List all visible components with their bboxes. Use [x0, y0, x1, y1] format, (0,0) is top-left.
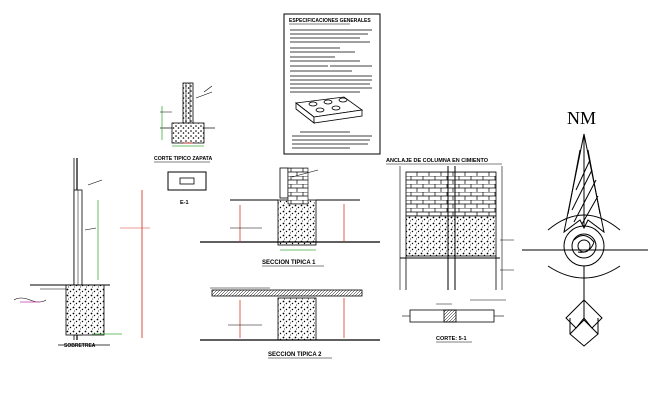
north-arrow: NM — [522, 108, 648, 347]
anchor-title: ANCLAJE DE COLUMNA EN CIMIENTO — [386, 158, 489, 164]
hollow-block-illustration — [294, 96, 364, 124]
section-typical-2: SECCION TIPICA 2 — [200, 287, 380, 359]
north-label: NM — [567, 108, 596, 128]
section-1-title: SECCION TIPICA 1 — [262, 260, 316, 266]
specs-heading: ESPECIFICACIONES GENERALES — [289, 18, 371, 24]
left-detail-title: SOBRETREA — [64, 343, 96, 349]
general-specifications-block: ESPECIFICACIONES GENERALES — [283, 13, 381, 155]
e1-detail: E-1 — [167, 171, 207, 206]
e1-title: E-1 — [180, 200, 189, 206]
column-anchor-detail: ANCLAJE DE COLUMNA EN CIMIENTO — [386, 158, 514, 290]
section-2-title: SECCION TIPICA 2 — [268, 352, 322, 358]
wall-elevation-detail: SOBRETREA — [13, 158, 150, 349]
zapata-detail-title: CORTE TIPICO ZAPATA — [154, 156, 212, 162]
cut-5-1-detail: CORTE: 5-1 — [402, 299, 506, 343]
section-typical-1: SECCION TIPICA 1 — [200, 167, 380, 267]
cut-title: CORTE: 5-1 — [436, 336, 467, 342]
zapata-detail: CORTE TIPICO ZAPATA — [154, 82, 215, 163]
